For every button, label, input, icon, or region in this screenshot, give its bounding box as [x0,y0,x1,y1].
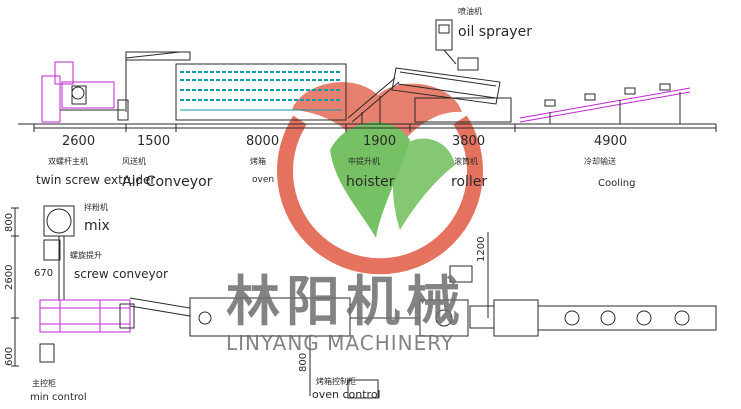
dim-670: 670 [34,268,53,279]
label-air-zh: 风送机 [122,156,146,166]
label-mix-en: mix [84,218,110,234]
label-hoister-en: hoister [346,174,395,190]
label-extruder-en: twin screw extruder [36,173,155,187]
elevation-view [18,19,717,132]
label-screw-en: screw conveyor [74,267,168,281]
watermark-en: LINYANG MACHINERY [226,331,454,355]
label-extruder-zh: 双螺杆主机 [48,156,88,166]
main-control-cabinet [39,343,55,363]
mix-hopper [43,205,75,237]
dim-4900: 4900 [594,134,627,149]
extruder-machine [41,58,129,123]
oil-sprayer-cabinet [435,19,457,65]
roller-machine [391,57,512,123]
dim-600: 600 [4,347,15,366]
label-mix-zh: 拌粉机 [84,202,108,212]
label-sprayer-en: oil sprayer [458,24,532,40]
extruder-plan [39,299,131,333]
label-hoister-zh: 中提升机 [348,156,380,166]
dim-3800: 3800 [452,134,485,149]
hoister-machine [347,77,400,124]
dim-800-bottom: 800 [298,353,309,372]
label-sprayer-zh: 喷油机 [458,6,482,16]
label-oven-control-en: oven control [312,388,381,401]
label-oven-control-zh: 烤箱控制柜 [316,376,356,386]
dim-1200: 1200 [476,237,487,262]
label-main-control-zh: 主控柜 [32,378,56,388]
label-cooling-en: Cooling [598,178,635,189]
watermark-logo [277,82,483,275]
label-oven-zh: 烤箱 [250,156,266,166]
dim-800-top: 800 [4,213,15,232]
plan-view [11,205,717,399]
dimension-line [33,124,717,132]
label-oven-en: oven [252,175,274,185]
dim-1500: 1500 [137,134,170,149]
label-main-control-en: min control [30,392,87,403]
oven-control-cabinet [347,379,379,399]
label-roller-zh: 滚筒机 [454,156,478,166]
oven-machine [175,63,347,121]
air-conveyor-duct [125,51,190,59]
cooling-plan [537,305,717,331]
cooling-conveyor [519,83,691,124]
dim-2600-plan: 2600 [4,265,15,290]
label-cooling-zh: 冷却输送 [584,156,616,166]
label-air-en: Air Conveyor [122,174,213,190]
label-screw-zh: 螺旋提升 [70,250,102,260]
dim-1900: 1900 [363,134,396,149]
dim-2600: 2600 [62,134,95,149]
label-roller-en: roller [451,174,487,190]
watermark-zh: 林阳机械 [226,270,466,333]
oven-plan [189,297,351,337]
dim-8000: 8000 [246,134,279,149]
